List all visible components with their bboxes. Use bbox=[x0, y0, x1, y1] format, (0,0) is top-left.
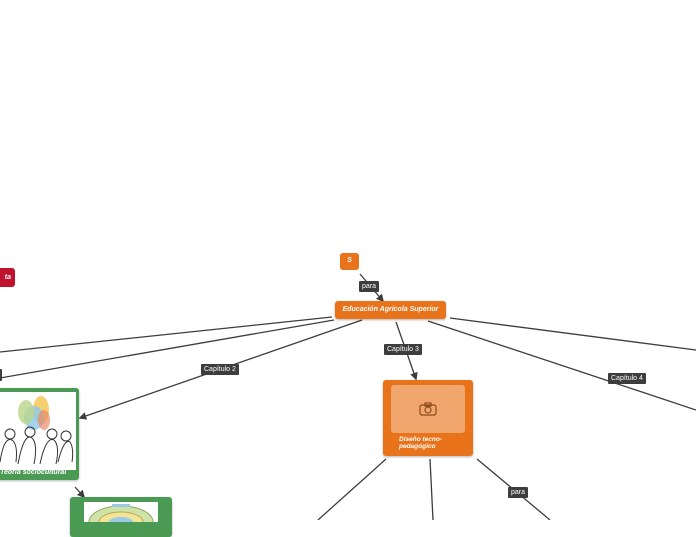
diseno-label: Diseño tecno-pedagógico bbox=[399, 436, 442, 450]
mind-map-canvas bbox=[0, 273, 696, 520]
connector-central-left-1 bbox=[0, 316, 333, 353]
edge-label-capitulo-3: Capítulo 3 bbox=[384, 344, 422, 355]
teoria-node[interactable]: Teoría sociocultural bbox=[0, 388, 79, 480]
connector-diseno-bottom-mid bbox=[429, 458, 434, 520]
teoria-label: Teoría sociocultural bbox=[0, 469, 67, 476]
central-topic-node[interactable]: Educación Agrícola Superior bbox=[335, 301, 446, 319]
diseno-node[interactable]: Diseño tecno-pedagógico bbox=[383, 380, 473, 456]
connector-diseno-bottom-left bbox=[317, 458, 387, 520]
connector-central-left-2 bbox=[0, 319, 335, 379]
s-node[interactable]: S bbox=[340, 253, 359, 270]
left-edge-node[interactable] bbox=[0, 369, 2, 381]
diseno-image-placeholder bbox=[391, 385, 465, 433]
edge-label-capitulo-2: Capítulo 2 bbox=[201, 364, 239, 375]
edge-label-para-bottom: para bbox=[508, 487, 529, 498]
connector-central-right-2 bbox=[427, 320, 696, 411]
edge-label-para-top: para bbox=[359, 281, 380, 292]
green-bottom-illustration bbox=[84, 502, 158, 522]
connector-central-right-1 bbox=[449, 317, 696, 351]
camera-icon bbox=[419, 402, 437, 416]
red-node[interactable]: ta bbox=[0, 268, 15, 287]
central-topic-label: Educación Agrícola Superior bbox=[342, 306, 439, 313]
green-bottom-node[interactable] bbox=[70, 497, 172, 537]
teoria-illustration bbox=[0, 392, 76, 470]
edge-label-capitulo-4: Capítulo 4 bbox=[608, 373, 646, 384]
s-node-label: S bbox=[347, 257, 352, 264]
red-node-label: ta bbox=[4, 274, 11, 281]
connector-teoria-green bbox=[74, 486, 86, 499]
